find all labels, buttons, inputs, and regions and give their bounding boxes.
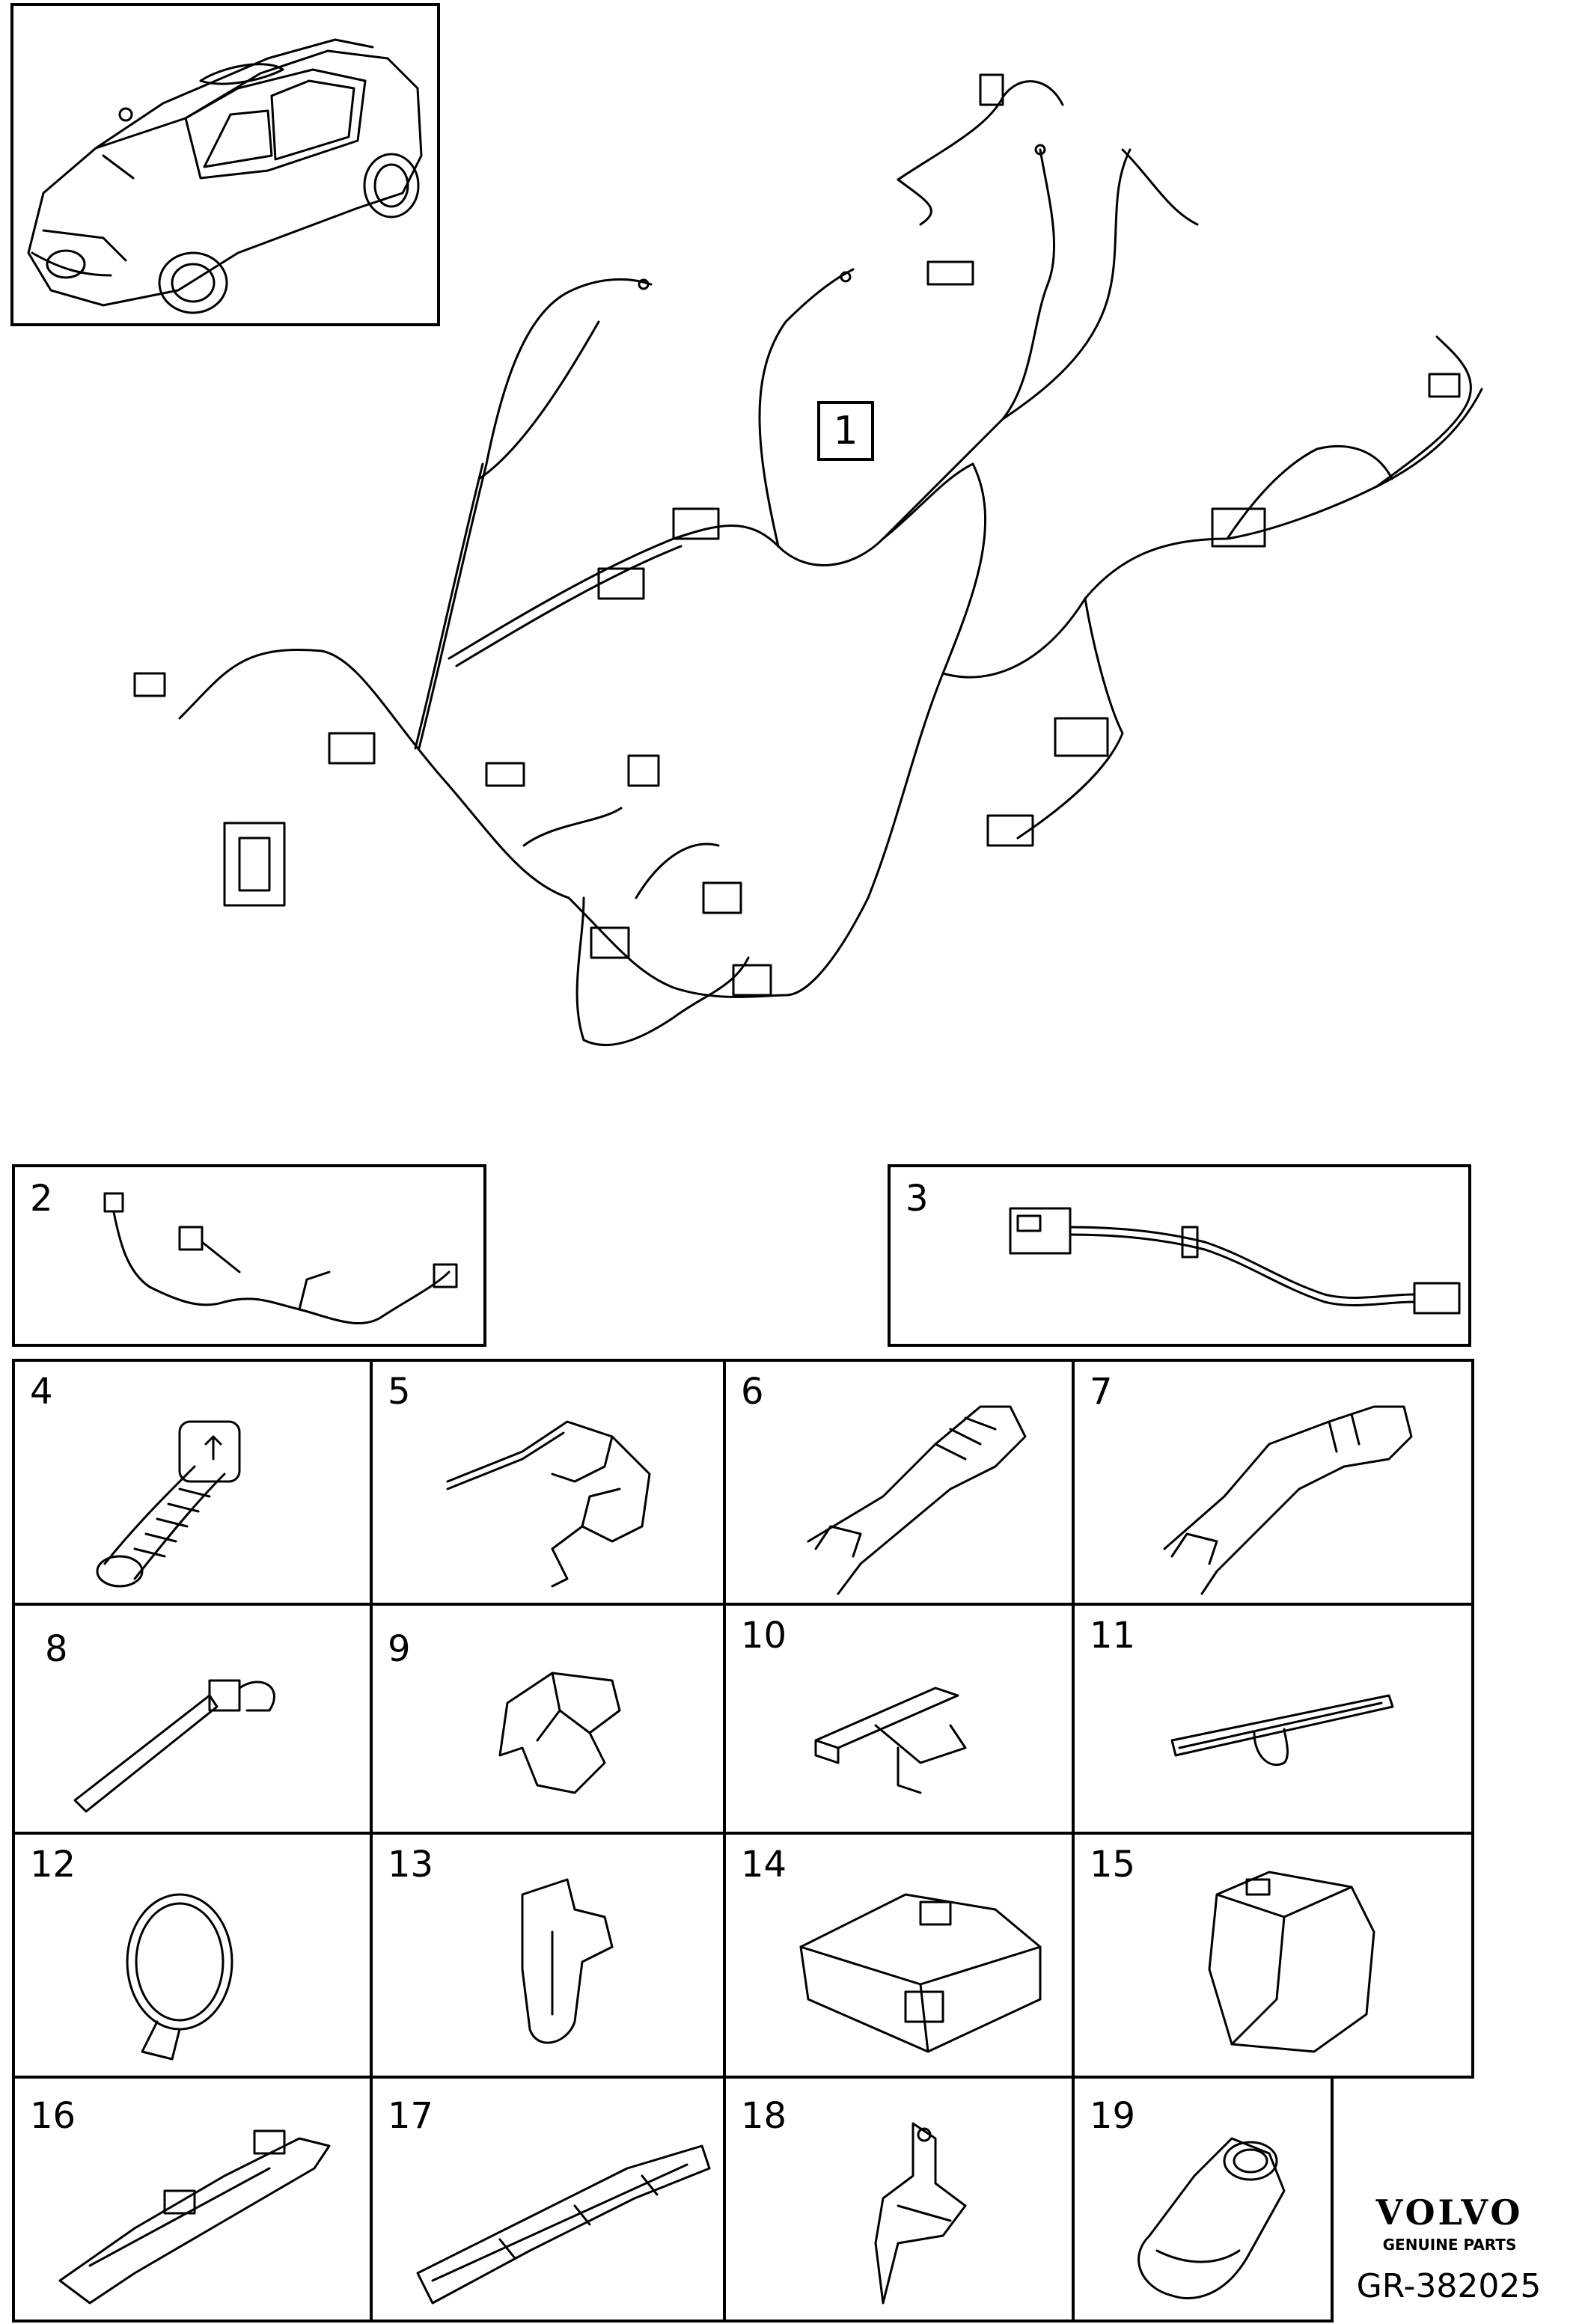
part-panel-2: 2 [12, 1164, 486, 1347]
part-number: 15 [1090, 1844, 1136, 1886]
part-panel-13: 13 [370, 1832, 726, 2079]
clip-drawing [498, 1672, 621, 1794]
part-panel-19: 19 [1072, 2076, 1334, 2323]
part-panel-15: 15 [1072, 1832, 1474, 2079]
part-number: 4 [30, 1371, 53, 1413]
holder-drawing [521, 1878, 614, 2044]
cable-tie-drawing [73, 1679, 275, 1813]
part-number: 14 [741, 1844, 787, 1886]
grommet-drawing [96, 1420, 241, 1588]
callout-1: 1 [817, 401, 874, 461]
part-panel-4: 4 [12, 1359, 373, 1606]
part-number: 19 [1090, 2095, 1136, 2137]
part-number: 2 [30, 1178, 53, 1220]
part-panel-17: 17 [370, 2076, 726, 2323]
cable-channel-drawing [446, 1420, 651, 1588]
bracket-drawing [874, 2122, 967, 2305]
main-wiring-harness [133, 73, 1483, 1047]
part-panel-6: 6 [723, 1359, 1075, 1606]
part-panel-18: 18 [723, 2076, 1075, 2323]
cable-channel-drawing [416, 2144, 711, 2305]
car-illustration [27, 38, 423, 314]
part-number: 8 [45, 1628, 68, 1670]
clip-drawing [814, 1687, 967, 1794]
part-panel-3: 3 [888, 1164, 1471, 1347]
part-panel-16: 16 [12, 2076, 373, 2323]
part-number: 10 [741, 1615, 787, 1657]
part-number: 3 [906, 1178, 929, 1220]
vehicle-thumbnail [10, 3, 440, 326]
diagram-code: GR-382025 [1356, 2267, 1542, 2305]
part-number: 5 [388, 1371, 411, 1413]
cover-drawing [799, 1893, 1042, 2053]
part-panel-7: 7 [1072, 1359, 1474, 1606]
cable-drawing [1009, 1207, 1461, 1315]
cable-tie-drawing [126, 1893, 233, 2061]
cable-channel-drawing [1163, 1405, 1413, 1595]
volvo-logo: VOLVO [1375, 2192, 1524, 2233]
part-number: 18 [741, 2095, 787, 2137]
part-panel-9: 9 [370, 1603, 726, 1835]
cable-channel-drawing [807, 1405, 1027, 1595]
part-number: 9 [388, 1628, 411, 1670]
cover-drawing [1208, 1871, 1375, 2053]
part-number: 11 [1090, 1615, 1136, 1657]
part-number: 13 [388, 1844, 434, 1886]
connector-housing-drawing [1137, 2137, 1286, 2299]
cable-channel-drawing [58, 2129, 331, 2305]
genuine-parts-tagline: GENUINE PARTS [1382, 2236, 1517, 2254]
part-number: 17 [388, 2095, 434, 2137]
part-number: 12 [30, 1844, 76, 1886]
part-panel-11: 11 [1072, 1603, 1474, 1835]
part-panel-12: 12 [12, 1832, 373, 2079]
part-number: 6 [741, 1371, 764, 1413]
harness-drawing [103, 1192, 458, 1325]
part-panel-8: 8 [12, 1603, 373, 1835]
part-number: 7 [1090, 1371, 1113, 1413]
part-panel-5: 5 [370, 1359, 726, 1606]
part-panel-10: 10 [723, 1603, 1075, 1835]
part-number: 16 [30, 2095, 76, 2137]
clip-drawing [1170, 1694, 1394, 1766]
part-panel-14: 14 [723, 1832, 1075, 2079]
